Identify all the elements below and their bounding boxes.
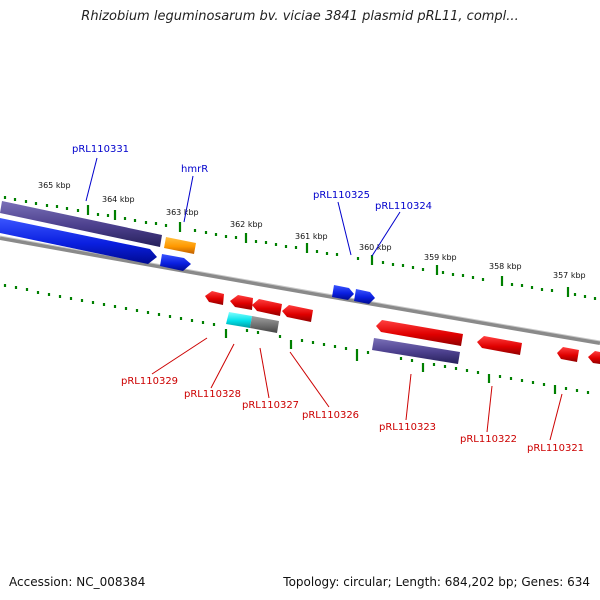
gene-blue-pRL110331[interactable] bbox=[0, 218, 157, 264]
kbp-label: 364 kbp bbox=[102, 195, 135, 204]
gene-red[interactable] bbox=[557, 347, 579, 362]
kbp-label: 365 kbp bbox=[38, 181, 71, 190]
kbp-label: 357 kbp bbox=[553, 271, 586, 280]
gene-label-pRL110327[interactable]: pRL110327 bbox=[242, 400, 299, 411]
gene-cyan-pRL110328[interactable] bbox=[226, 312, 252, 328]
gene-label-pRL110322[interactable]: pRL110322 bbox=[460, 434, 517, 445]
gene-label-hmrR[interactable]: hmrR bbox=[181, 164, 208, 175]
gene-label-pRL110323[interactable]: pRL110323 bbox=[379, 422, 436, 433]
topology-text: Topology: circular; Length: 684,202 bp; … bbox=[283, 575, 590, 589]
gene-gray-pRL110327[interactable] bbox=[250, 316, 279, 333]
gene-label-pRL110321[interactable]: pRL110321 bbox=[527, 443, 584, 454]
top-scale-major-ticks bbox=[86, 205, 570, 297]
gene-red[interactable] bbox=[252, 299, 282, 316]
gene-red[interactable] bbox=[588, 351, 600, 364]
plasmid-backbone bbox=[0, 236, 600, 345]
gene-purple-top[interactable] bbox=[0, 201, 162, 247]
gene-red-pRL110322[interactable] bbox=[477, 336, 522, 355]
gene-purple-pRL110323[interactable] bbox=[372, 338, 460, 364]
gene-orange-hmrR[interactable] bbox=[164, 237, 196, 254]
gene-blue-small[interactable] bbox=[160, 254, 191, 271]
bottom-scale-major-ticks bbox=[224, 329, 557, 394]
map-title: Rhizobium leguminosarum bv. viciae 3841 … bbox=[81, 9, 519, 24]
gene-label-pRL110328[interactable]: pRL110328 bbox=[184, 389, 241, 400]
gene-label-pRL110331[interactable]: pRL110331 bbox=[72, 144, 129, 155]
top-scale-track bbox=[3, 196, 597, 300]
bottom-scale-track bbox=[3, 284, 590, 394]
gene-label-pRL110324[interactable]: pRL110324 bbox=[375, 201, 432, 212]
gene-red[interactable] bbox=[230, 295, 253, 310]
gene-blue-pRL110324[interactable] bbox=[354, 289, 375, 304]
gene-red[interactable] bbox=[282, 305, 313, 322]
gene-label-pRL110326[interactable]: pRL110326 bbox=[302, 410, 359, 421]
kbp-label: 361 kbp bbox=[295, 232, 328, 241]
gene-label-pRL110325[interactable]: pRL110325 bbox=[313, 190, 370, 201]
gene-label-pRL110329[interactable]: pRL110329 bbox=[121, 376, 178, 387]
kbp-label: 359 kbp bbox=[424, 253, 457, 262]
gene-blue-pRL110325[interactable] bbox=[332, 285, 354, 300]
kbp-label: 363 kbp bbox=[166, 208, 199, 217]
kbp-label: 360 kbp bbox=[359, 243, 392, 252]
kbp-label: 362 kbp bbox=[230, 220, 263, 229]
gene-red-large[interactable] bbox=[376, 320, 463, 346]
gene-red[interactable] bbox=[205, 291, 224, 305]
accession-text: Accession: NC_008384 bbox=[9, 575, 146, 589]
kbp-label: 358 kbp bbox=[489, 262, 522, 271]
